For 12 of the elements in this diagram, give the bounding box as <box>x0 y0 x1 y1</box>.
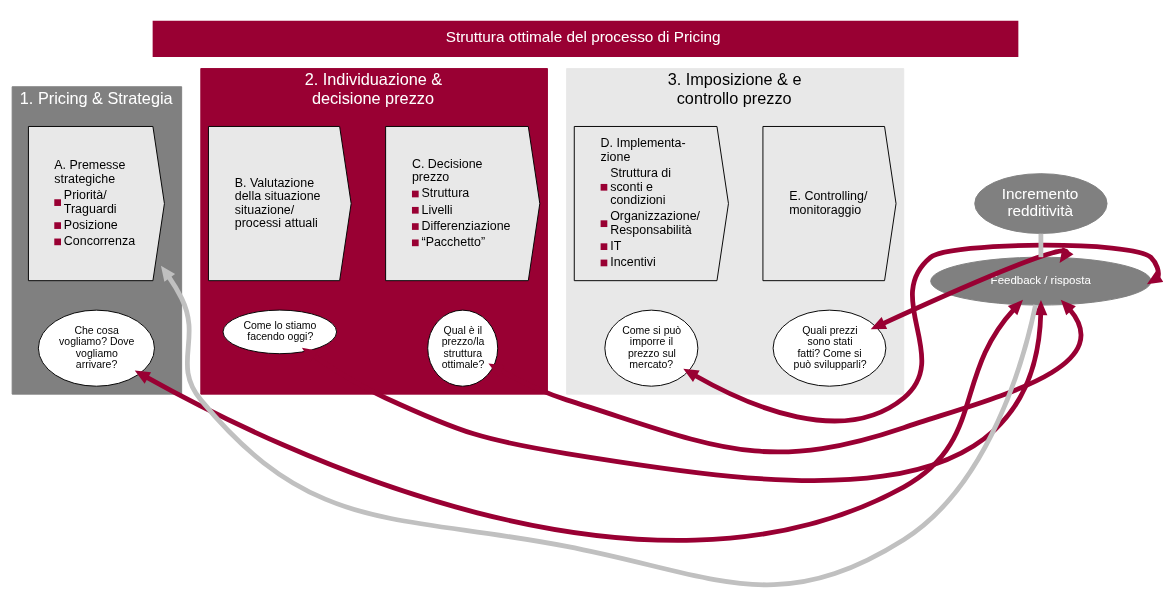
arrow <box>870 246 1074 329</box>
node-ellipse: Incremento redditività <box>974 172 1108 234</box>
node-ellipse: Come lo stiamo facendo oggi? <box>222 309 338 354</box>
arrow <box>488 299 1083 454</box>
arrow <box>683 242 1163 423</box>
arrow <box>160 265 1038 587</box>
node-circle: Qual è il prezzo/la struttura ottimale? <box>427 309 499 387</box>
arrow <box>301 299 1048 483</box>
node-ellipse: Feedback / risposta <box>930 256 1152 306</box>
diagram-title: Struttura ottimale del processo di Pricing <box>445 28 721 45</box>
arrow <box>134 299 1023 542</box>
connector <box>1038 233 1044 257</box>
